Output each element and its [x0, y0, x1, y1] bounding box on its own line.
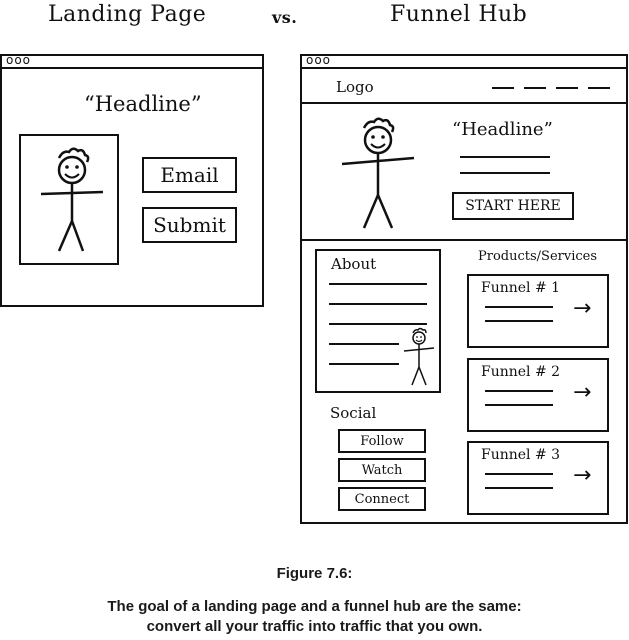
about-section: About [315, 249, 441, 393]
about-text-line [329, 303, 427, 305]
nav-link[interactable] [492, 87, 514, 89]
headline-text-line [460, 156, 550, 158]
funnel-text-line [485, 487, 553, 489]
watch-button[interactable]: Watch [338, 458, 426, 482]
arrow-right-icon: → [573, 463, 591, 488]
submit-button[interactable]: Submit [142, 207, 237, 243]
nav-divider [302, 102, 626, 104]
about-text-line [329, 343, 399, 345]
small-stick-figure-icon [401, 325, 437, 389]
logo: Logo [336, 78, 374, 96]
hero-divider [302, 239, 626, 241]
connect-button[interactable]: Connect [338, 487, 426, 511]
funnel-text-line [485, 306, 553, 308]
headline-text-line [460, 172, 550, 174]
social-heading: Social [330, 404, 376, 422]
landing-headline: “Headline” [84, 92, 202, 116]
follow-button[interactable]: Follow [338, 429, 426, 453]
funnel-label: Funnel # 1 [481, 280, 560, 296]
about-text-line [329, 283, 427, 285]
products-heading: Products/Services [478, 249, 597, 264]
landing-page-window: ooo “Headline” Email Submit [0, 54, 264, 307]
stick-figure-icon [21, 136, 121, 267]
arrow-right-icon: → [573, 296, 591, 321]
funnel-hub-window: ooo Logo “Headline” START HERE About [300, 54, 628, 524]
funnel-card-2[interactable]: Funnel # 2 → [467, 358, 609, 432]
landing-window-titlebar: ooo [2, 56, 262, 69]
stick-figure-icon [334, 110, 424, 240]
arrow-right-icon: → [573, 380, 591, 405]
figure-number: Figure 7.6: [0, 565, 629, 582]
nav-link[interactable] [588, 87, 610, 89]
window-controls-icon: ooo [306, 53, 331, 67]
funnel-text-line [485, 404, 553, 406]
caption-line-2: convert all your traffic into traffic th… [0, 618, 629, 635]
window-controls-icon: ooo [6, 53, 31, 67]
about-heading: About [331, 255, 376, 273]
funnel-text-line [485, 320, 553, 322]
vs-label: vs. [272, 8, 297, 27]
funnel-label: Funnel # 3 [481, 447, 560, 463]
funnel-text-line [485, 473, 553, 475]
start-here-button[interactable]: START HERE [452, 192, 574, 220]
funnel-label: Funnel # 2 [481, 364, 560, 380]
email-field[interactable]: Email [142, 157, 237, 193]
nav-link[interactable] [524, 87, 546, 89]
funnel-window-titlebar: ooo [302, 56, 626, 69]
hub-headline: “Headline” [452, 119, 553, 140]
funnel-card-1[interactable]: Funnel # 1 → [467, 274, 609, 348]
about-text-line [329, 363, 399, 365]
funnel-text-line [485, 390, 553, 392]
landing-page-title: Landing Page [48, 2, 206, 27]
nav-link[interactable] [556, 87, 578, 89]
landing-hero-image [19, 134, 119, 265]
caption-line-1: The goal of a landing page and a funnel … [0, 598, 629, 615]
funnel-card-3[interactable]: Funnel # 3 → [467, 441, 609, 515]
funnel-hub-title: Funnel Hub [390, 2, 527, 27]
